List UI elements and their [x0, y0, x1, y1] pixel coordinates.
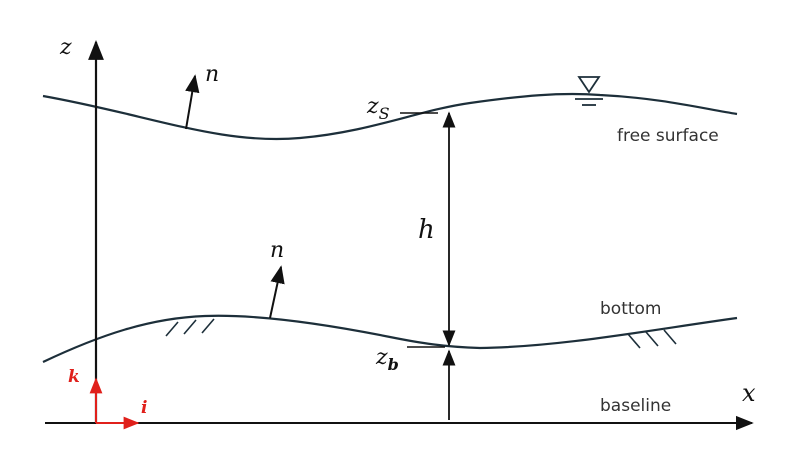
baseline-label: baseline	[600, 396, 671, 416]
normal-arrow-top	[185, 74, 200, 130]
bottom-hatching-left	[165, 318, 215, 337]
free-surface-label: free surface	[617, 126, 719, 146]
bottom-curve	[42, 314, 738, 363]
zs-label: zS	[366, 94, 390, 123]
z-axis-label: z	[59, 35, 72, 60]
unit-vector-i-label: i	[141, 398, 147, 418]
depth-h-label: h	[418, 215, 435, 245]
x-axis-label: x	[742, 379, 756, 407]
normal-label-top: n	[205, 62, 219, 87]
bottom-hatching-right	[627, 329, 677, 349]
zb-label: zb	[375, 345, 399, 374]
bottom-label: bottom	[600, 299, 661, 319]
normal-label-bottom: n	[270, 238, 284, 263]
unit-vector-k-label: k	[68, 367, 80, 387]
normal-arrow-bottom	[269, 265, 285, 319]
water-level-icon	[575, 76, 603, 106]
free-surface-curve	[42, 92, 738, 141]
